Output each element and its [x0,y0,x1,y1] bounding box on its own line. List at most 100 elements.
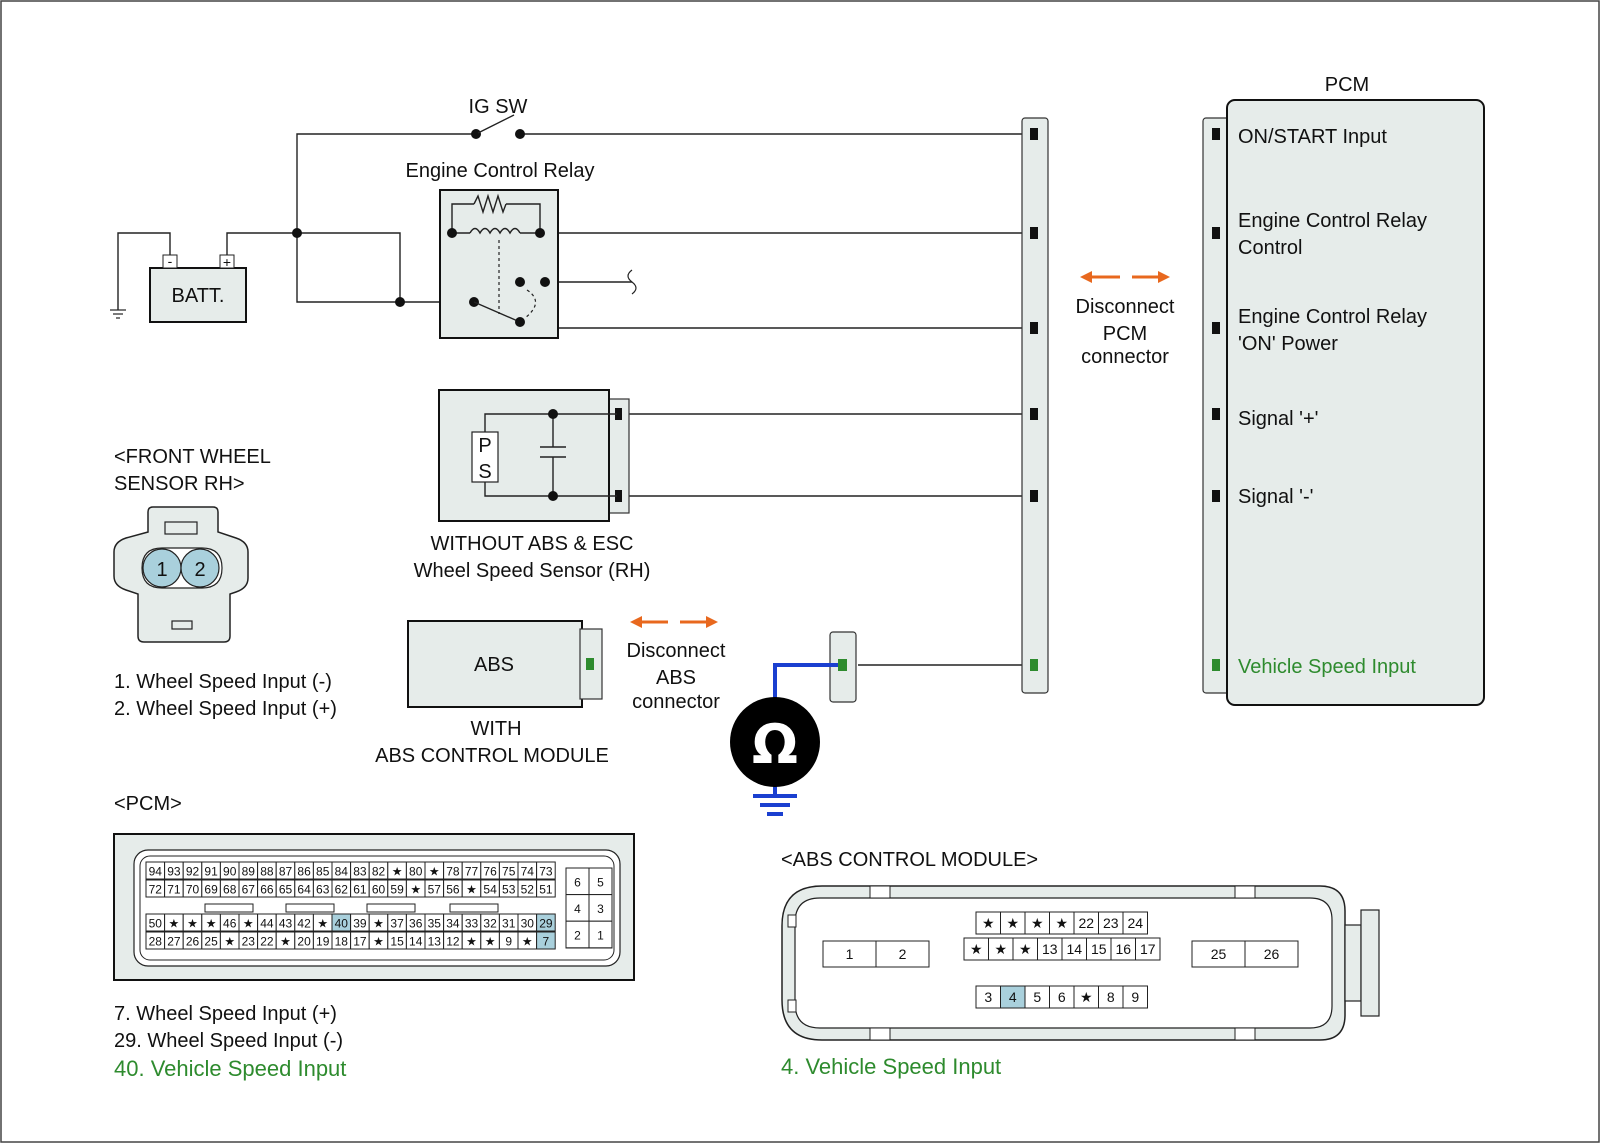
pcm-pin-90: 90 [223,865,237,879]
pcm-pin-57: 57 [428,883,442,897]
abs-pin-blank: ★ [994,941,1007,957]
engine-control-relay-label: Engine Control Relay [406,160,595,182]
pcm-pin-66: 66 [260,883,274,897]
pcm-pin-43: 43 [279,917,293,931]
pcm-pin-12: 12 [446,935,460,949]
pcm-pin-52: 52 [521,883,535,897]
pcm-pin-blank: ★ [317,917,328,931]
pcm-pin-64: 64 [297,883,311,897]
sensor-label-2: Wheel Speed Sensor (RH) [414,560,651,582]
front-sensor-pin-1-label: 1 [156,559,167,581]
pcm-pin-18: 18 [335,935,349,949]
pcm-pin-9: 9 [505,935,512,949]
abs-pin-25-cell [1191,940,1246,968]
pcm-connector-title: <PCM> [114,793,182,815]
pcm-pin-42: 42 [297,917,311,931]
pcm-pin-25: 25 [204,935,218,949]
pcm-pin-29: 29 [539,917,553,931]
pcm-pin-84: 84 [335,865,349,879]
abs-pin-2: 2 [899,946,907,962]
abs-pin-26-cell [1244,940,1299,968]
pcm-pin-70: 70 [186,883,200,897]
pcm-side-pin-1: 1 [597,929,604,943]
pcm-pin-20: 20 [297,935,311,949]
pcm-pin-77: 77 [465,865,479,879]
pcm-pin-blank: ★ [373,917,384,931]
pcm-pin-54: 54 [483,883,497,897]
pcm-pin-19: 19 [316,935,330,949]
pcm-side-pin-1-cell [588,920,613,949]
battery-ground-icon [110,232,171,319]
front-sensor-legend-2: 2. Wheel Speed Input (+) [114,698,337,720]
abs-pin-3: 3 [984,989,992,1005]
abs-pin-blank: ★ [1080,989,1093,1005]
pcm-pin-14: 14 [409,935,423,949]
disconnect-abs-2: ABS [656,667,696,689]
pcm-side-pin-2: 2 [574,929,581,943]
pcm-pin-75: 75 [502,865,516,879]
pcm-harness-connector [1021,117,1049,694]
pcm-pin-68: 68 [223,883,237,897]
abs-pin-blank: ★ [970,941,983,957]
pcm-pin-blank: ★ [243,917,254,931]
disconnect-pcm-arrows [1080,271,1170,283]
pcm-pin-69: 69 [204,883,218,897]
abs-pin-22: 22 [1078,915,1094,931]
front-sensor-legend-1: 1. Wheel Speed Input (-) [114,671,332,693]
pcm-pin-7-cell [536,931,556,950]
abs-pin-blank: ★ [1006,915,1019,931]
abs-module: ABS WITH ABS CONTROL MODULE [375,620,609,767]
battery: BATT. - + [149,253,247,323]
pcm-pin-36: 36 [409,917,423,931]
pcm-pin-blank: ★ [485,935,496,949]
pcm-pin-29-cell [536,913,556,932]
pcm-module: PCM ON/START Input Engine Control Relay … [1202,74,1485,706]
pcm-pin-34: 34 [446,917,460,931]
ohm-meter-icon [730,697,820,787]
pcm-pin-blank: ★ [410,883,421,897]
pcm-pin-17: 17 [353,935,367,949]
abs-label-2: ABS CONTROL MODULE [375,745,609,767]
abs-pin-26: 26 [1264,946,1280,962]
abs-pin-13: 13 [1042,941,1058,957]
pcm-pin-83: 83 [353,865,367,879]
disconnect-pcm-2: PCM [1103,323,1147,345]
pcm-pin-ecr-power-1: Engine Control Relay [1238,306,1427,328]
abs-pin-1: 1 [846,946,854,962]
abs-pin-2-cell [875,940,930,968]
front-sensor-title-2: SENSOR RH> [114,473,245,495]
pcm-pin-signal-plus: Signal '+' [1238,408,1318,430]
pcm-pin-blank: ★ [224,935,235,949]
pcm-pin-93: 93 [167,865,181,879]
pcm-pin-62: 62 [335,883,349,897]
disconnect-pcm-3: connector [1081,346,1169,368]
abs-pin-16: 16 [1115,941,1131,957]
pcm-pin-blank: ★ [280,935,291,949]
pcm-pin-50: 50 [149,917,163,931]
pcm-pin-28: 28 [149,935,163,949]
pcm-pin-26: 26 [186,935,200,949]
battery-minus-label: - [168,253,173,269]
pcm-side-pin-3: 3 [597,902,604,916]
pcm-pin-32: 32 [483,917,497,931]
abs-pin-blank: ★ [1031,915,1044,931]
abs-pin-25: 25 [1211,946,1227,962]
wiring [226,133,1034,666]
pcm-pin-67: 67 [242,883,256,897]
pcm-pin-78: 78 [446,865,460,879]
abs-pin-17-cell [1135,937,1161,961]
pcm-pin-vehicle-speed: Vehicle Speed Input [1238,656,1416,678]
pcm-pin-27: 27 [167,935,181,949]
pcm-pin-7: 7 [543,935,550,949]
pcm-pin-blank: ★ [522,935,533,949]
pcm-pin-blank: ★ [187,917,198,931]
abs-pin-blank: ★ [982,915,995,931]
pcm-pin-56: 56 [446,883,460,897]
battery-plus-label: + [223,254,231,270]
pcm-pin-59: 59 [390,883,404,897]
